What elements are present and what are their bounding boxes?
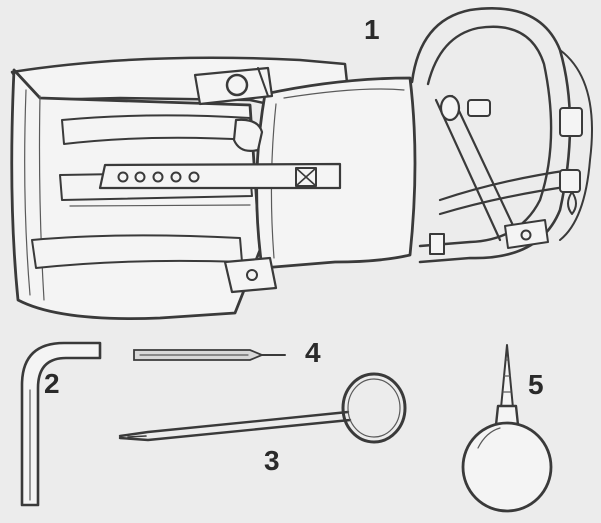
- strap-end-rivet: [520, 229, 532, 241]
- shoulder-strap-diagonal: [434, 94, 520, 242]
- pouch-fold-line: [69, 204, 251, 207]
- strap-hole-4: [170, 171, 182, 183]
- bulb-ball: [461, 421, 553, 513]
- strap-buckle-top: [467, 99, 491, 117]
- ring-needle-handle: [341, 372, 407, 444]
- strap-hole-2: [134, 171, 146, 183]
- bulb-nozzle-rings: [502, 359, 512, 393]
- ring-needle-shaft: [118, 410, 352, 442]
- label-item-3: 3: [264, 445, 280, 476]
- label-item-2: 2: [44, 368, 60, 399]
- pouch-lid-loop: [232, 118, 264, 152]
- strap-snap-hook: [567, 191, 577, 215]
- ring-needle-drawing: [118, 372, 407, 444]
- pouch-tab-buckle: [257, 67, 269, 97]
- strap-hole-3: [152, 171, 164, 183]
- strap-hole-5: [188, 171, 200, 183]
- pouch-drawing: [10, 7, 593, 321]
- ring-needle-handle-inner: [347, 378, 401, 438]
- pouch-lid-top-seam: [283, 88, 405, 99]
- pouch-tab-rivet: [225, 73, 249, 97]
- shoulder-strap-cross: [438, 168, 574, 216]
- strap-stitch-cross: [295, 167, 317, 187]
- bulb-oiler-drawing: [461, 344, 553, 513]
- pouch-seam-left-inner: [38, 95, 45, 301]
- strap-buckle-right: [559, 107, 583, 137]
- ring-needle-tip-eye: [127, 435, 147, 438]
- shoulder-strap-right-edge: [559, 49, 593, 241]
- pouch-bottom-rivet: [246, 269, 258, 281]
- strap-hole-1: [117, 171, 129, 183]
- probe-drawing: [133, 349, 286, 361]
- hex-key-shape: [20, 341, 102, 507]
- label-item-5: 5: [528, 369, 544, 400]
- bulb-highlight: [477, 427, 501, 449]
- strap-join-clip: [429, 233, 445, 255]
- strap-buckle-lower: [559, 169, 581, 193]
- hex-key-drawing: [20, 341, 102, 507]
- strap-d-ring: [439, 94, 461, 122]
- label-item-1: 1: [364, 14, 380, 45]
- label-item-4: 4: [305, 337, 321, 368]
- pouch-seam-left: [24, 89, 31, 296]
